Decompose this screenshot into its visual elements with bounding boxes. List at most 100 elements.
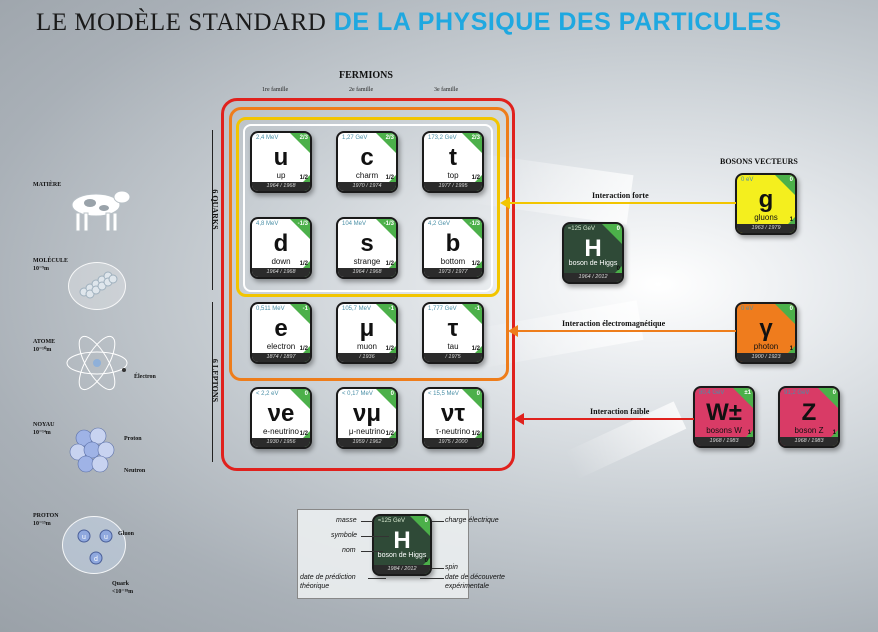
legend-line (361, 521, 373, 522)
card-mass: 173,2 GeV (428, 135, 457, 141)
card-date: 1968 / 1983 (695, 437, 753, 446)
card-mass: 104 MeV (342, 221, 367, 227)
card-symbol: μ (359, 315, 375, 342)
family-2-label: 2e famille (349, 87, 374, 93)
card-name: boson de Higgs (377, 552, 427, 559)
strong-arrow (508, 202, 736, 204)
card-date: 1973 / 1977 (424, 268, 482, 277)
family-3-label: 3e famille (434, 87, 459, 93)
proton-size: 10⁻¹⁵m (33, 521, 51, 527)
title-part1: LE MODÈLE STANDARD (36, 9, 327, 36)
card-name: e-neutrino (262, 427, 300, 436)
charge-corner (602, 224, 622, 244)
card-symbol: ντ (440, 400, 466, 427)
card-name: bottom (440, 257, 466, 266)
charge-corner (462, 133, 482, 153)
legend-symbole: symbole (331, 532, 358, 539)
gluon-sub-label: Gluon (118, 531, 135, 537)
card-symbol: c (360, 144, 374, 171)
em-arrow-head (508, 325, 518, 337)
legend-spin: spin (445, 564, 458, 571)
card-symbol: d (273, 230, 289, 257)
charge-corner (376, 304, 396, 324)
card-mass: 0 eV (741, 177, 754, 183)
legend-date-disc: date de découverte (445, 574, 505, 581)
card-charge: 0 (789, 177, 793, 183)
legend-line (420, 578, 444, 579)
proton-label: PROTON 10⁻¹⁵m (33, 512, 59, 528)
strong-frame (236, 117, 500, 297)
legend-date-pred: date de prédiction (300, 574, 356, 581)
card-mass: 0,511 MeV (256, 306, 285, 312)
card-symbol: s (360, 230, 374, 257)
card-charge: 0 (832, 390, 836, 396)
card-charge: 0 (390, 391, 394, 397)
atome-size: 10⁻¹⁰m (33, 347, 52, 353)
card-date: 1984 / 2012 (374, 565, 430, 574)
card-symbol: γ (759, 315, 773, 342)
neutron-sub-label: Neutron (124, 468, 146, 474)
molecule-name: MOLÉCULE (33, 258, 69, 264)
weak-arrow-head (514, 413, 524, 425)
card-name: τ-neutrino (435, 427, 471, 436)
card-charge: 0 (304, 391, 308, 397)
noyau-name: NOYAU (33, 422, 55, 428)
card-symbol: H (393, 527, 411, 554)
card-charge: 0 (616, 226, 620, 232)
card-date: 1964 / 1968 (252, 182, 310, 191)
card-mass: < 2,2 eV (256, 391, 279, 397)
weak-arrow (522, 418, 694, 420)
matiere-label: MATIÈRE (33, 182, 62, 188)
card-mass: < 15,5 MeV (428, 391, 459, 397)
legend-line (368, 578, 386, 579)
card-spin: 0 (424, 558, 428, 564)
charge-corner (410, 516, 430, 536)
card-mass: 4,2 GeV (428, 221, 451, 227)
card-spin: 1 (747, 430, 751, 436)
card-symbol: e (274, 315, 288, 342)
card-symbol: t (449, 144, 457, 171)
weak-label: Interaction faible (590, 407, 650, 416)
quarks-label: 6 QUARKS (210, 189, 220, 230)
card-charge: -1 (474, 306, 480, 312)
atom-icon (66, 335, 128, 391)
noyau-label: NOYAU 10⁻¹⁴m (33, 421, 54, 437)
legend-line (432, 568, 444, 569)
title-part2: DE LA PHYSIQUE DES PARTICULES (333, 8, 782, 36)
svg-text:u: u (104, 534, 108, 541)
card-spin: 1 (832, 430, 836, 436)
proton-circle (62, 516, 126, 574)
card-charge: -1/3 (469, 221, 480, 227)
strong-arrow-head (500, 197, 510, 209)
card-spin: 1 (789, 346, 793, 352)
card-mass: 2,4 MeV (256, 135, 279, 141)
card-spin: 1/2 (471, 346, 480, 352)
charge-corner (733, 388, 753, 408)
svg-text:u: u (82, 534, 86, 541)
card-spin: 1/2 (385, 346, 394, 352)
card-name: down (271, 257, 291, 266)
svg-text:d: d (94, 556, 98, 563)
card-mass: 1,27 GeV (342, 135, 368, 141)
card-name: up (276, 171, 286, 180)
legend-charge: charge électrique (445, 517, 499, 524)
card-charge: 2/3 (299, 135, 308, 141)
